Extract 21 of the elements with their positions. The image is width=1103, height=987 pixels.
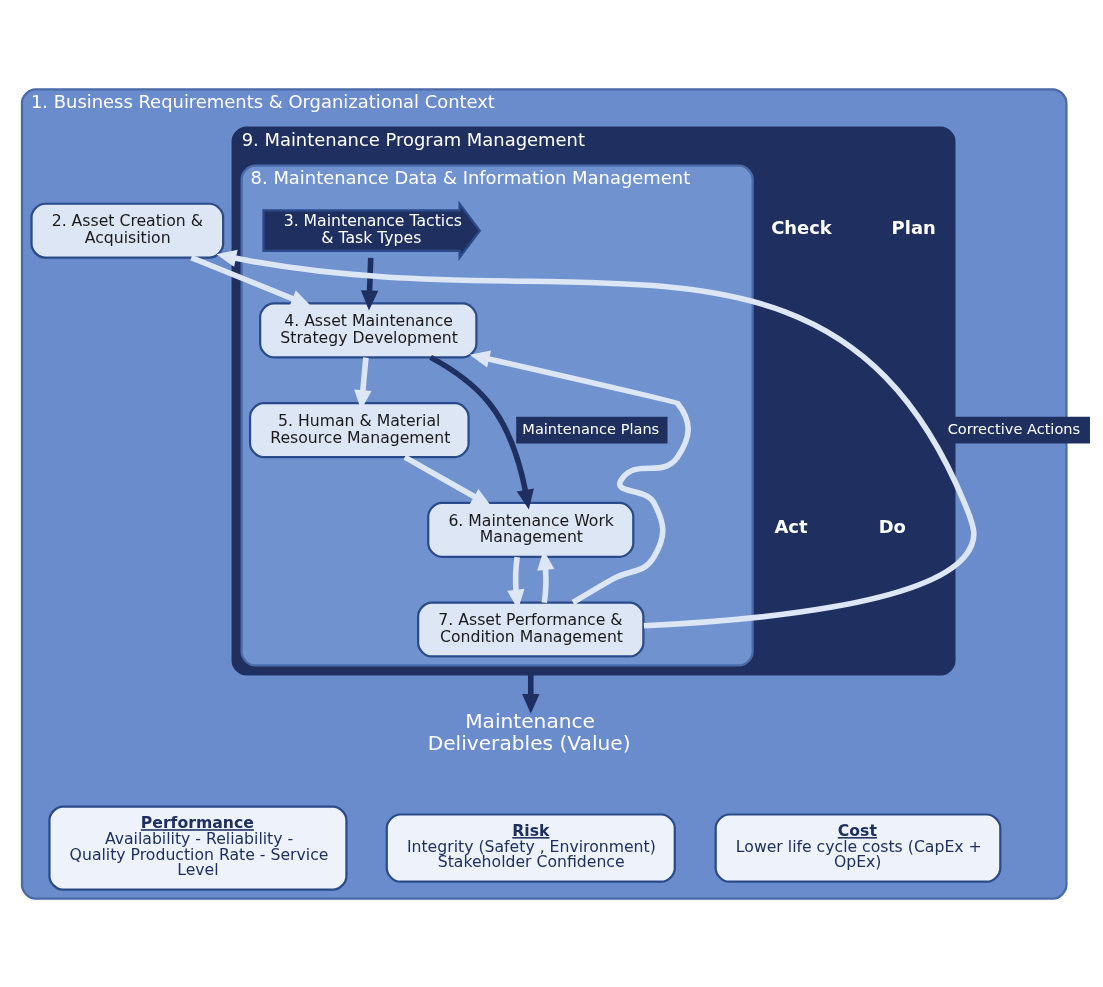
label: Check (771, 216, 832, 238)
arrow (403, 454, 492, 506)
label: Plan (891, 216, 936, 238)
arrow (360, 257, 379, 310)
node-box: 4. Asset Maintenance Strategy Development (259, 301, 478, 358)
node-box: 6. Maintenance Work Management (427, 501, 635, 558)
arrow (429, 354, 534, 509)
arrow (522, 673, 540, 714)
node-box: Cost Lower life cycle costs (CapEx + OpEx) (714, 812, 1002, 883)
edge-label: Maintenance Plans (522, 419, 660, 437)
node-box: 2. Asset Creation & Acquisition (30, 202, 225, 259)
label: Act (774, 515, 808, 537)
arrow (216, 249, 977, 629)
arrow (469, 350, 691, 605)
node-box: 7. Asset Performance & Condition Management (417, 601, 645, 658)
node-text: Maintenance Deliverables (Value) (427, 708, 631, 755)
node-box: Performance Availability - Reliability - Quality Production Rate - Service Level (48, 805, 348, 891)
node-box: 5. Human & Material Resource Management (248, 401, 470, 458)
label: Do (878, 515, 906, 537)
node-box: Risk Integrity (Safety , Environment) Stakeholder Confidence (385, 812, 676, 883)
arrow (190, 254, 311, 307)
